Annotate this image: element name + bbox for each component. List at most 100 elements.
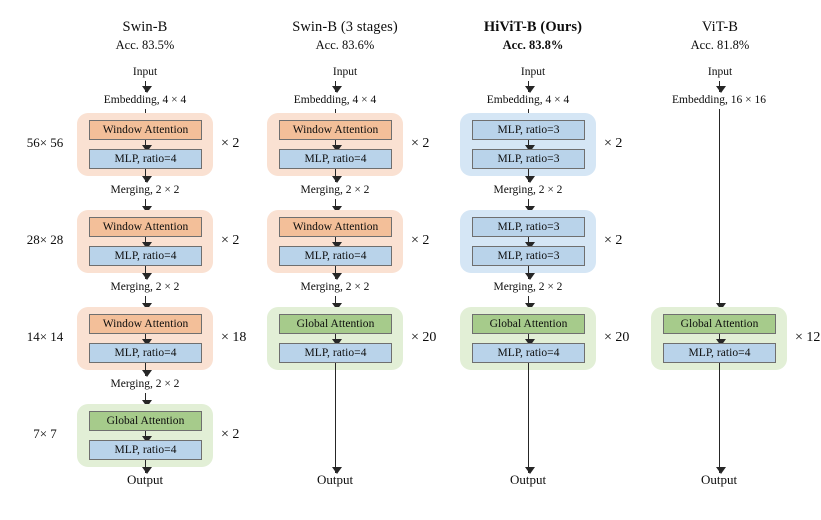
- embedding-label-vit-b: Embedding, 16 × 16: [671, 94, 766, 106]
- connector-vit-1-to-output: [719, 363, 720, 463]
- embedding-label-swin-b-3-stages: Embedding, 4 × 4: [293, 94, 377, 106]
- arrow-vit-to-stage: [715, 295, 726, 310]
- block-window-attention-swin-b-3: Window Attention: [89, 314, 202, 334]
- block-mlp-swin3-2: MLP, ratio=4: [279, 246, 392, 266]
- column-title-swin-b-3-stages: Swin-B (3 stages): [292, 19, 398, 35]
- arrow-merge-to-stage3-swin-b: [141, 296, 152, 310]
- arrow-swin-b-3-to-merge: [141, 363, 152, 377]
- multiplier-hivit-2: × 2: [604, 233, 623, 248]
- multiplier-vit-1: × 12: [795, 330, 821, 345]
- connector-hivit-3-to-output: [528, 363, 529, 463]
- arrow-merge-to-stage3-swin3: [331, 296, 342, 310]
- multiplier-swin3-2: × 2: [411, 233, 430, 248]
- multiplier-swin-b-1: × 2: [221, 136, 240, 151]
- block-mlp-swin3-1: MLP, ratio=4: [279, 149, 392, 169]
- block-mlp-hivit-2b: MLP, ratio=3: [472, 246, 585, 266]
- arrow-swin3-2-to-merge: [331, 266, 342, 280]
- block-mlp-vit-1: MLP, ratio=4: [663, 343, 776, 363]
- merging-label-swin-b-2: Merging, 2 × 2: [110, 281, 180, 293]
- arrow-swin-b-1-internal: [141, 140, 152, 152]
- block-mlp-hivit-1a: MLP, ratio=3: [472, 120, 585, 140]
- block-window-attention-swin-b-1: Window Attention: [89, 120, 202, 140]
- arrow-swin3-3-internal: [331, 334, 342, 346]
- arrow-merge-to-stage2-swin3: [331, 199, 342, 213]
- arrow-hivit-1-to-merge: [524, 169, 535, 183]
- output-label-swin-b-3-stages: Output: [316, 472, 354, 487]
- block-global-attention-hivit-3: Global Attention: [472, 314, 585, 334]
- input-label-hivit-b: Input: [520, 66, 546, 78]
- output-label-swin-b: Output: [126, 472, 164, 487]
- arrow-merge-to-stage3-hivit: [524, 296, 535, 310]
- arrow-hivit-3-internal: [524, 334, 535, 346]
- block-global-attention-vit-1: Global Attention: [663, 314, 776, 334]
- block-mlp-hivit-3: MLP, ratio=4: [472, 343, 585, 363]
- arrow-swin-b-1-to-merge: [141, 169, 152, 183]
- arrow-swin3-1-internal: [331, 140, 342, 152]
- output-label-vit-b: Output: [700, 472, 738, 487]
- multiplier-swin3-1: × 2: [411, 136, 430, 151]
- arrow-hivit-to-output: [524, 455, 535, 474]
- column-accuracy-hivit-b: Acc. 83.8%: [502, 38, 564, 52]
- arrow-hivit-2-internal: [524, 237, 535, 249]
- block-mlp-swin-b-2: MLP, ratio=4: [89, 246, 202, 266]
- connector-vit-embedding-to-stage: [719, 109, 720, 301]
- multiplier-swin-b-3: × 18: [221, 330, 247, 345]
- block-mlp-swin-b-3: MLP, ratio=4: [89, 343, 202, 363]
- arrow-swin-b-2-to-merge: [141, 266, 152, 280]
- input-label-swin-b-3-stages: Input: [332, 66, 358, 78]
- arrow-swin-b-4-to-output: [141, 460, 152, 474]
- arrow-swin3-to-output: [331, 455, 342, 474]
- merging-label-hivit-1: Merging, 2 × 2: [493, 184, 563, 196]
- block-global-attention-swin-b-4: Global Attention: [89, 411, 202, 431]
- input-label-vit-b: Input: [707, 66, 733, 78]
- resolution-label-swin-b-stage2: 28× 28: [26, 232, 64, 247]
- multiplier-hivit-1: × 2: [604, 136, 623, 151]
- output-label-hivit-b: Output: [509, 472, 547, 487]
- arrow-swin-b-2-internal: [141, 237, 152, 249]
- arrow-merge-to-stage2-swin-b: [141, 199, 152, 213]
- resolution-label-swin-b-stage1: 56× 56: [26, 135, 64, 150]
- merging-label-swin3-2: Merging, 2 × 2: [300, 281, 370, 293]
- block-global-attention-swin3-3: Global Attention: [279, 314, 392, 334]
- block-mlp-swin-b-1: MLP, ratio=4: [89, 149, 202, 169]
- block-window-attention-swin3-1: Window Attention: [279, 120, 392, 140]
- block-window-attention-swin-b-2: Window Attention: [89, 217, 202, 237]
- arrow-input-to-embedding-swin-b: [141, 81, 152, 93]
- arrow-swin3-1-to-merge: [331, 169, 342, 183]
- resolution-label-swin-b-stage4: 7× 7: [33, 426, 57, 441]
- multiplier-hivit-3: × 20: [604, 330, 630, 345]
- block-mlp-hivit-1b: MLP, ratio=3: [472, 149, 585, 169]
- arrow-vit-1-internal: [715, 334, 726, 346]
- arrow-hivit-1-internal: [524, 140, 535, 152]
- block-mlp-swin-b-4: MLP, ratio=4: [89, 440, 202, 460]
- column-accuracy-swin-b-3-stages: Acc. 83.6%: [315, 38, 375, 52]
- arrow-merge-to-stage2-hivit: [524, 199, 535, 213]
- merging-label-hivit-2: Merging, 2 × 2: [493, 281, 563, 293]
- merging-label-swin-b-1: Merging, 2 × 2: [110, 184, 180, 196]
- arrow-swin3-2-internal: [331, 237, 342, 249]
- arrow-merge-to-stage4-swin-b: [141, 393, 152, 407]
- column-accuracy-swin-b: Acc. 83.5%: [115, 38, 175, 52]
- column-title-hivit-b: HiViT-B (Ours): [483, 19, 583, 35]
- column-title-swin-b: Swin-B: [122, 19, 168, 35]
- arrow-input-to-embedding-vit-b: [715, 81, 726, 93]
- arrow-vit-to-output: [715, 455, 726, 474]
- resolution-label-swin-b-stage3: 14× 14: [26, 329, 64, 344]
- arrow-hivit-2-to-merge: [524, 266, 535, 280]
- embedding-label-swin-b: Embedding, 4 × 4: [103, 94, 187, 106]
- arrow-input-to-embedding-swin-b-3-stages: [331, 81, 342, 93]
- embedding-label-hivit-b: Embedding, 4 × 4: [486, 94, 570, 106]
- block-mlp-swin3-3: MLP, ratio=4: [279, 343, 392, 363]
- column-accuracy-vit-b: Acc. 81.8%: [690, 38, 750, 52]
- connector-swin3-3-to-output: [335, 363, 336, 463]
- merging-label-swin-b-3: Merging, 2 × 2: [110, 378, 180, 390]
- arrow-input-to-embedding-hivit-b: [524, 81, 535, 93]
- multiplier-swin-b-2: × 2: [221, 233, 240, 248]
- multiplier-swin-b-4: × 2: [221, 427, 240, 442]
- block-mlp-hivit-2a: MLP, ratio=3: [472, 217, 585, 237]
- column-title-vit-b: ViT-B: [701, 19, 739, 35]
- arrow-swin-b-3-internal: [141, 334, 152, 346]
- block-window-attention-swin3-2: Window Attention: [279, 217, 392, 237]
- arrow-swin-b-4-internal: [141, 431, 152, 443]
